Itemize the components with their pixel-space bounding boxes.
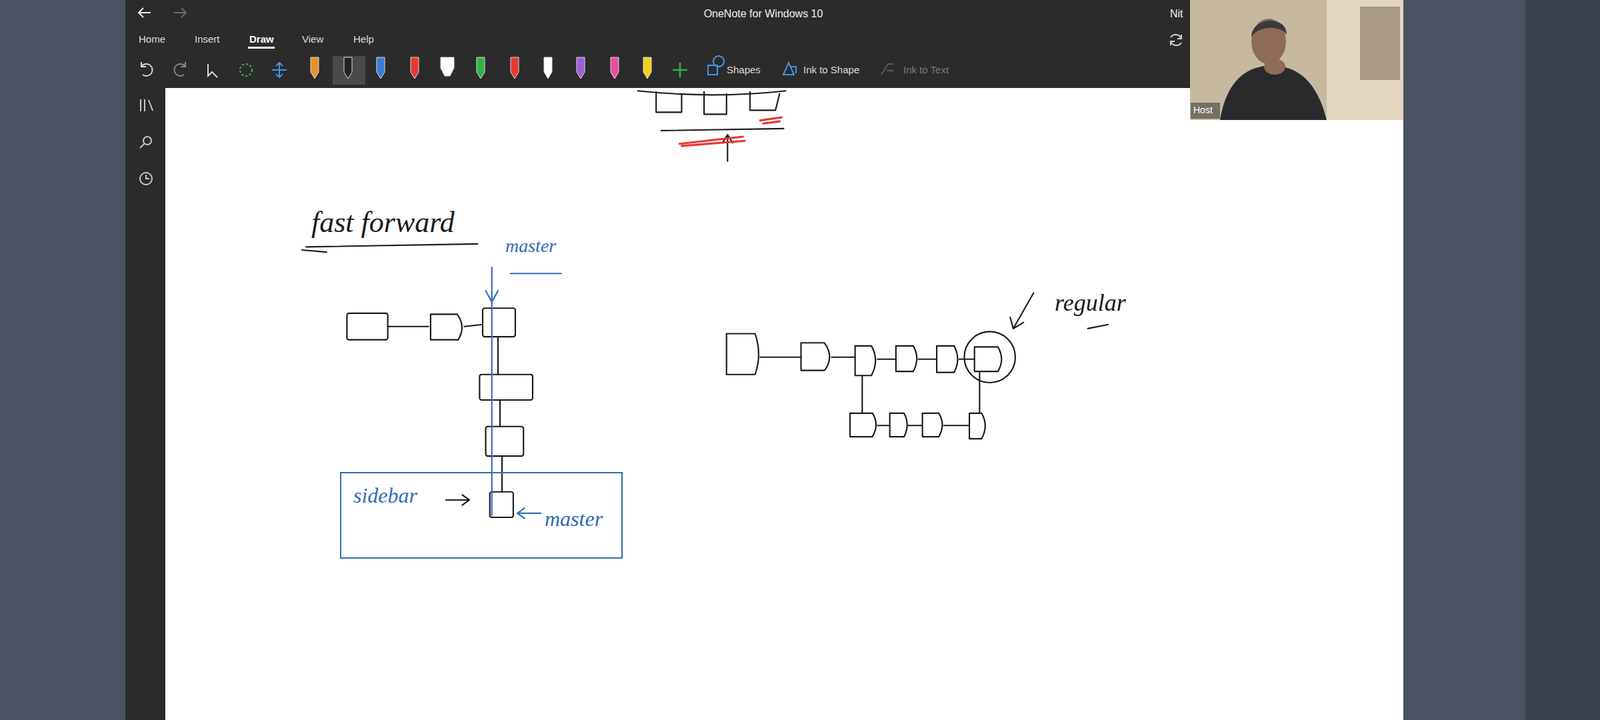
branch-name: master — [544, 506, 603, 532]
menu-tab: View — [302, 33, 324, 46]
webcam-feed — [1190, 0, 1404, 120]
menu-tab: Home — [138, 33, 166, 46]
webcam-label: Host — [1193, 104, 1213, 116]
forward-icon — [174, 8, 186, 18]
handwritten-heading: fast forward — [311, 205, 455, 241]
toolbar-button: Ink to Text — [903, 64, 949, 76]
desktop-edge — [1525, 0, 1600, 720]
sync-icon — [1170, 34, 1182, 46]
pen-palette — [310, 57, 688, 79]
side-nav-icons — [140, 99, 153, 185]
branch-label: regular — [1054, 288, 1126, 318]
toolbar-button: Shapes — [726, 64, 761, 76]
branch-box: sidebar master — [340, 472, 623, 559]
canvas — [165, 88, 1404, 720]
back-icon — [138, 8, 151, 18]
side-nav — [125, 88, 166, 720]
handwritten-drawing — [302, 90, 1108, 518]
branch-label: master — [505, 234, 556, 258]
toolbar-button: Ink to Shape — [803, 64, 860, 76]
toolbar-icons — [141, 62, 287, 78]
tab-underline — [248, 46, 275, 49]
ink-to-text-icon — [881, 64, 894, 75]
menu-tab: Draw — [249, 33, 274, 46]
menu-tab: Help — [353, 33, 374, 46]
branch-name: sidebar — [353, 482, 418, 508]
menu-tab: Insert — [194, 33, 220, 46]
selected-pen-ground — [332, 56, 366, 85]
user-name: Nit — [1170, 7, 1184, 20]
window-title: OneNote for Windows 10 — [704, 7, 824, 20]
